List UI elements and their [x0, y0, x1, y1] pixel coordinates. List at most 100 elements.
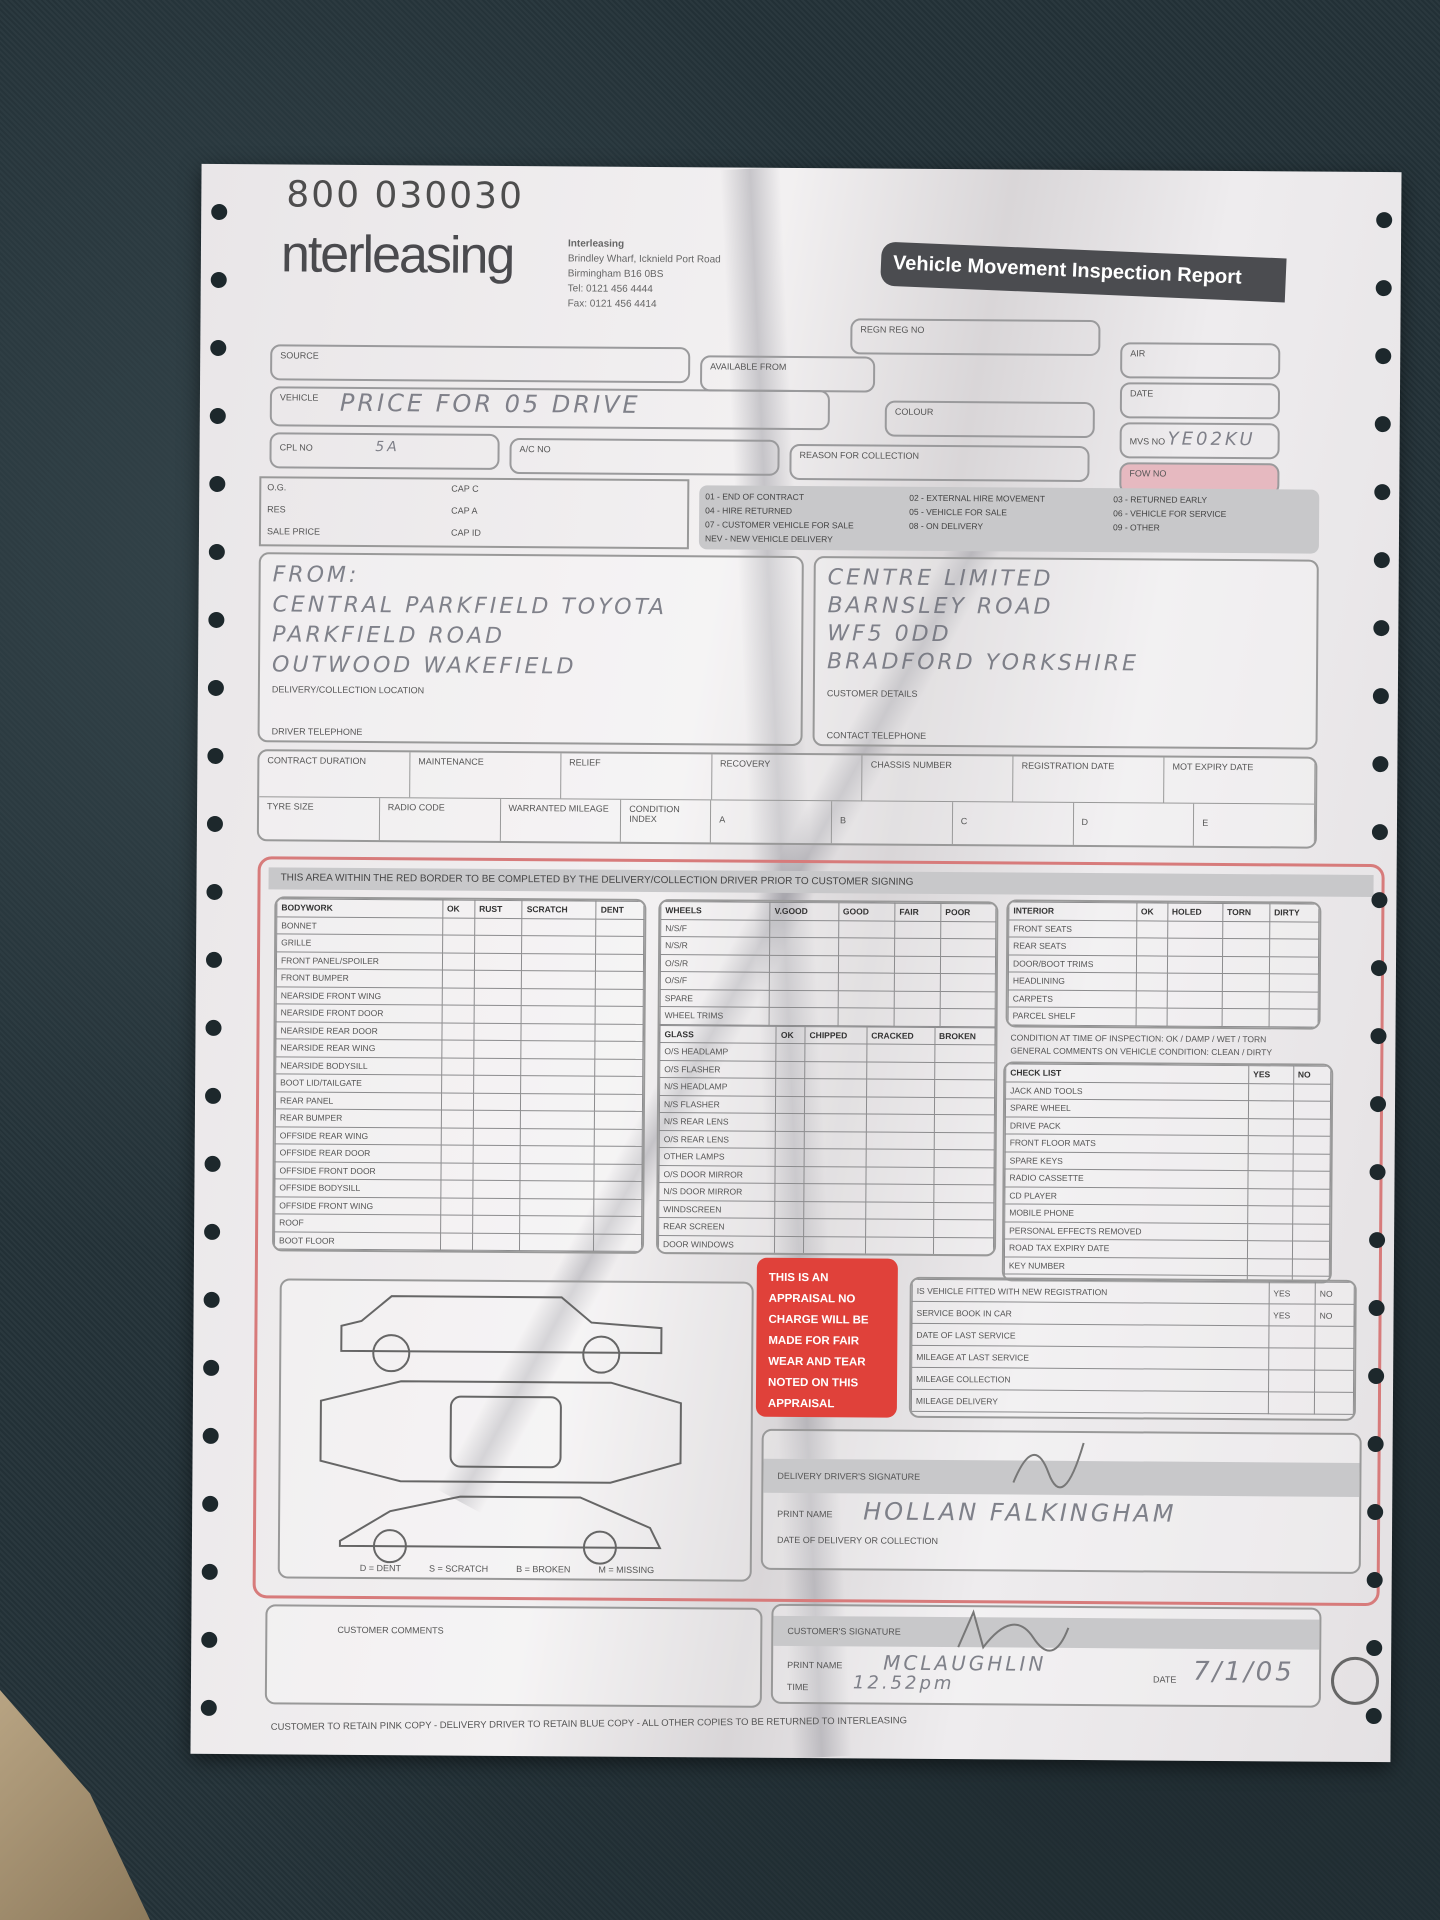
checkbox-cell[interactable] — [804, 1096, 867, 1114]
checkbox-cell[interactable] — [520, 1198, 595, 1217]
checkbox-cell[interactable] — [521, 935, 597, 954]
contract-cell[interactable]: TYRE SIZE — [258, 797, 380, 845]
checkbox-cell[interactable] — [1292, 1223, 1330, 1242]
checkbox-cell[interactable] — [866, 1043, 935, 1062]
checkbox-cell[interactable] — [593, 1233, 642, 1252]
customer-signature-box[interactable]: CUSTOMER'S SIGNATURE PRINT NAME MCLAUGHL… — [770, 1603, 1322, 1708]
checkbox-cell[interactable] — [804, 1078, 867, 1097]
checkbox-cell[interactable] — [520, 1075, 596, 1094]
checkbox-cell[interactable] — [441, 1075, 474, 1093]
checkbox-cell[interactable] — [933, 1131, 995, 1150]
checkbox-cell[interactable] — [520, 1110, 595, 1129]
checkbox-cell[interactable] — [473, 1057, 522, 1076]
checkbox-cell[interactable] — [472, 1197, 521, 1216]
checkbox-cell[interactable] — [442, 935, 475, 953]
checkbox-cell[interactable] — [442, 952, 475, 971]
checkbox-cell[interactable] — [474, 935, 523, 954]
checkbox-cell[interactable] — [803, 1218, 866, 1237]
checkbox-cell[interactable] — [894, 920, 941, 939]
checkbox-cell[interactable] — [940, 921, 996, 939]
checkbox-cell[interactable] — [865, 1183, 934, 1202]
checkbox-cell[interactable] — [934, 1079, 995, 1098]
option-cell[interactable] — [1268, 1347, 1315, 1371]
checkbox-cell[interactable] — [865, 1131, 934, 1150]
checkbox-cell[interactable] — [933, 1201, 994, 1220]
checkbox-cell[interactable] — [595, 953, 644, 972]
delivery-location-box[interactable]: FROM: CENTRAL PARKFIELD TOYOTA PARKFIELD… — [257, 552, 804, 747]
checkbox-cell[interactable] — [472, 1180, 521, 1199]
checkbox-cell[interactable] — [894, 938, 941, 957]
checkbox-cell[interactable] — [769, 1007, 838, 1026]
checkbox-cell[interactable] — [769, 972, 838, 991]
checkbox-cell[interactable] — [1291, 1258, 1330, 1277]
checkbox-cell[interactable] — [776, 1060, 805, 1079]
checkbox-cell[interactable] — [595, 1041, 643, 1059]
checkbox-cell[interactable] — [1248, 1083, 1294, 1101]
checkbox-cell[interactable] — [594, 1128, 643, 1147]
checkbox-cell[interactable] — [940, 1008, 996, 1027]
checkbox-cell[interactable] — [594, 1163, 643, 1182]
checkbox-cell[interactable] — [522, 918, 597, 937]
checkbox-cell[interactable] — [1247, 1205, 1293, 1224]
checkbox-cell[interactable] — [837, 1007, 895, 1026]
checkbox-cell[interactable] — [594, 1198, 642, 1217]
option-cell[interactable] — [1314, 1348, 1354, 1371]
option-cell[interactable] — [1268, 1369, 1315, 1393]
condition-index-box[interactable]: E — [1194, 803, 1316, 849]
checkbox-cell[interactable] — [594, 1146, 643, 1164]
checkbox-cell[interactable] — [775, 1148, 805, 1167]
checkbox-cell[interactable] — [769, 937, 839, 956]
checkbox-cell[interactable] — [595, 988, 644, 1007]
reason-field[interactable]: REASON FOR COLLECTION — [789, 443, 1090, 483]
contract-cell[interactable]: RECOVERY — [711, 754, 863, 801]
contract-cell[interactable]: RADIO CODE — [379, 798, 501, 845]
checkbox-cell[interactable] — [473, 1075, 522, 1094]
checkbox-cell[interactable] — [774, 1235, 804, 1254]
option-cell[interactable] — [1268, 1325, 1316, 1349]
checkbox-cell[interactable] — [804, 1148, 866, 1167]
checkbox-cell[interactable] — [866, 1078, 935, 1097]
checkbox-cell[interactable] — [894, 955, 941, 974]
checkbox-cell[interactable] — [804, 1061, 867, 1079]
checkbox-cell[interactable] — [769, 919, 839, 938]
option-cell[interactable]: YES — [1268, 1281, 1316, 1305]
checkbox-cell[interactable] — [1268, 1008, 1319, 1027]
checkbox-cell[interactable] — [473, 1005, 522, 1024]
checkbox-cell[interactable] — [775, 1165, 805, 1184]
checkbox-cell[interactable] — [1269, 956, 1319, 975]
checkbox-cell[interactable] — [441, 970, 475, 988]
checkbox-cell[interactable] — [1292, 1135, 1331, 1154]
checkbox-cell[interactable] — [804, 1131, 867, 1149]
checkbox-cell[interactable] — [521, 953, 596, 972]
option-cell[interactable] — [1314, 1370, 1354, 1393]
available-from-field[interactable]: AVAILABLE FROM — [699, 355, 876, 393]
checkbox-cell[interactable] — [775, 1078, 805, 1097]
checkbox-cell[interactable] — [1135, 972, 1167, 991]
colour-field[interactable]: COLOUR — [884, 400, 1095, 439]
checkbox-cell[interactable] — [894, 973, 941, 992]
checkbox-cell[interactable] — [803, 1236, 866, 1254]
checkbox-cell[interactable] — [473, 1092, 521, 1111]
checkbox-cell[interactable] — [472, 1145, 521, 1164]
checkbox-cell[interactable] — [865, 1218, 934, 1237]
checkbox-cell[interactable] — [595, 1006, 644, 1024]
checkbox-cell[interactable] — [521, 1040, 596, 1059]
checkbox-cell[interactable] — [804, 1166, 866, 1184]
checkbox-cell[interactable] — [769, 954, 839, 973]
checkbox-cell[interactable] — [594, 1111, 643, 1129]
contract-cell[interactable]: REGISTRATION DATE — [1013, 756, 1165, 803]
checkbox-cell[interactable] — [473, 1022, 522, 1041]
checkbox-cell[interactable] — [933, 1149, 995, 1168]
checkbox-cell[interactable] — [1268, 991, 1319, 1010]
option-cell[interactable] — [1314, 1392, 1354, 1415]
checkbox-cell[interactable] — [1136, 937, 1168, 956]
option-cell[interactable]: NO — [1315, 1304, 1355, 1327]
checkbox-cell[interactable] — [1136, 920, 1168, 939]
customer-comments-box[interactable]: CUSTOMER COMMENTS — [264, 1604, 763, 1708]
checkbox-cell[interactable] — [1248, 1100, 1294, 1119]
checkbox-cell[interactable] — [775, 1130, 805, 1149]
checkbox-cell[interactable] — [1166, 955, 1223, 974]
checkbox-cell[interactable] — [1292, 1205, 1330, 1224]
option-cell[interactable]: YES — [1268, 1303, 1316, 1327]
